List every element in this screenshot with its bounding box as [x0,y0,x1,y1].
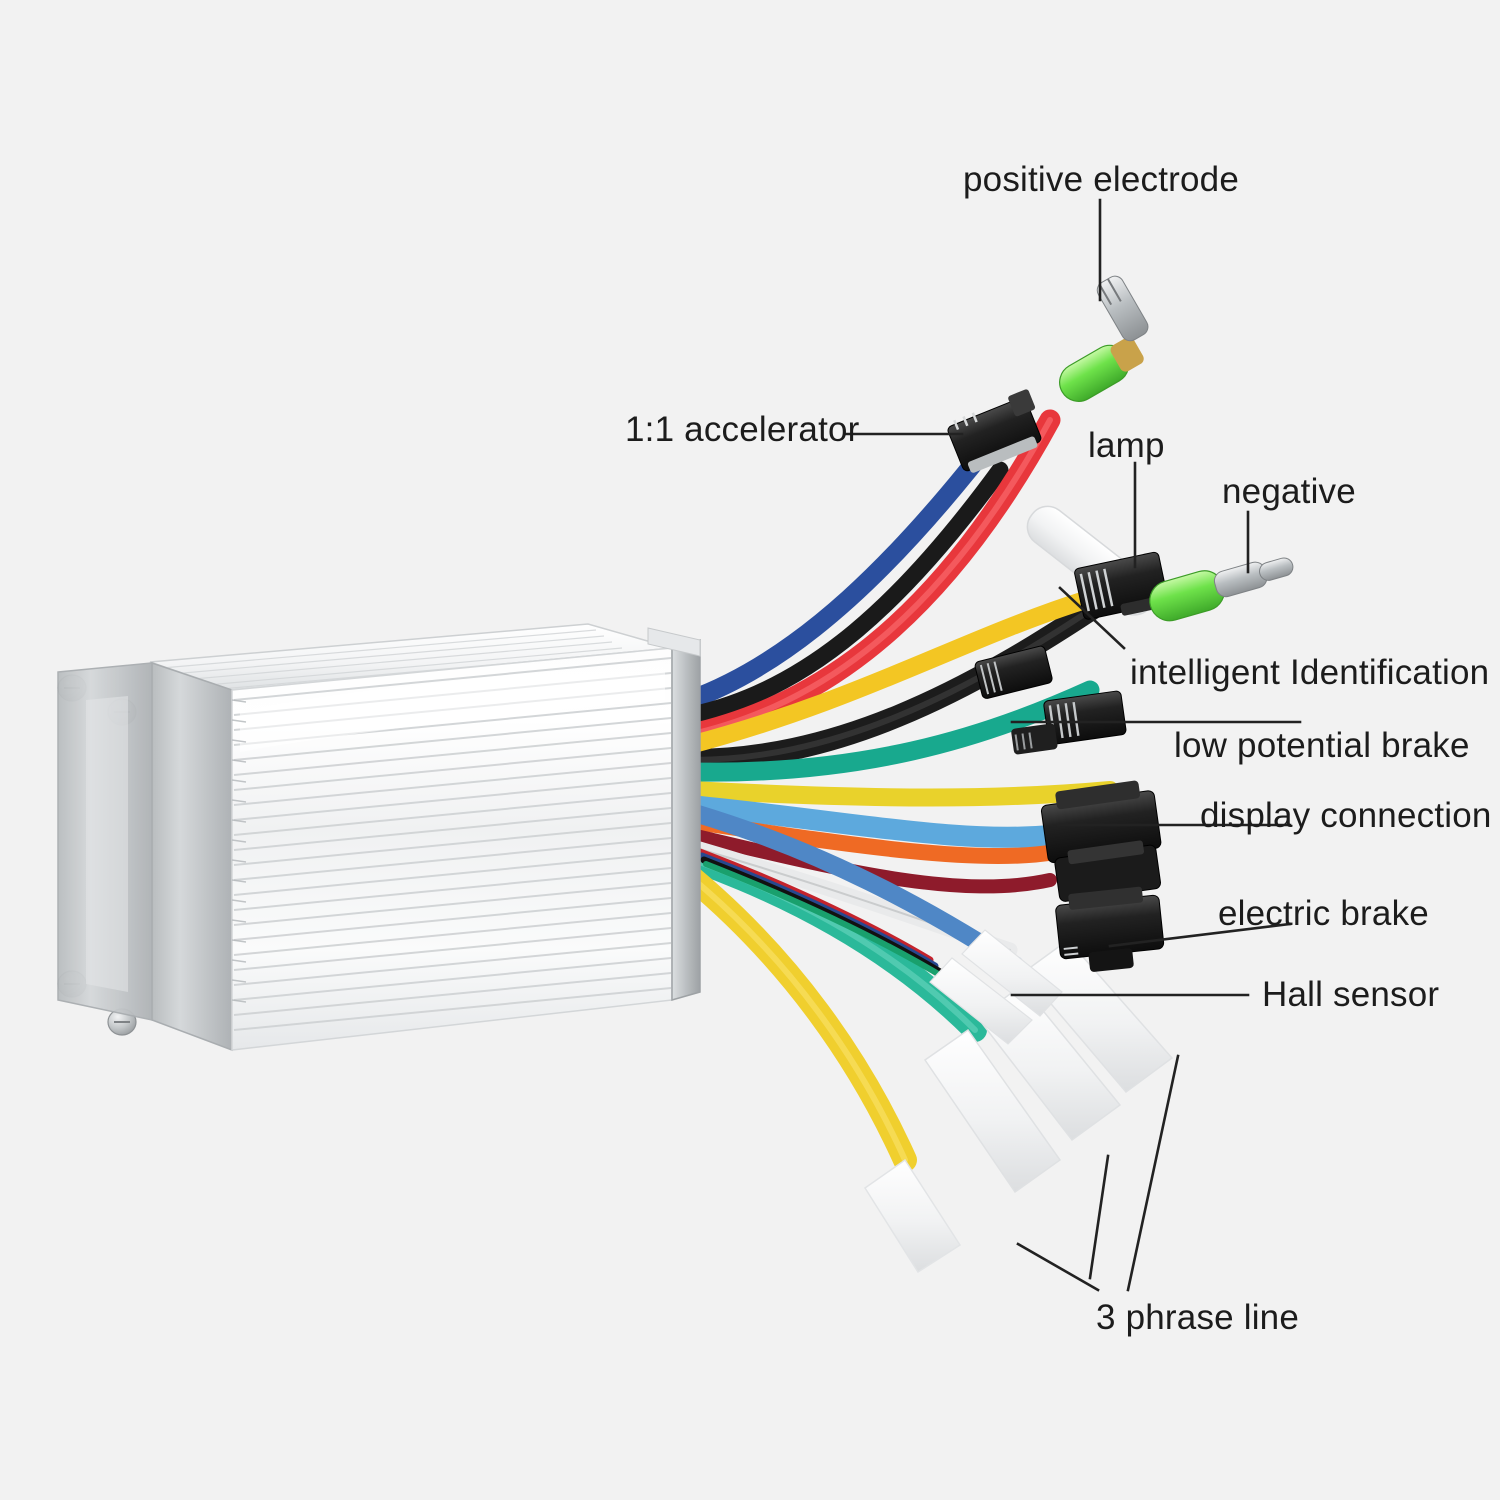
display-connector [1040,780,1162,902]
label-3-phrase-line: 3 phrase line [1096,1298,1300,1337]
negative-connector [1149,557,1294,622]
positive-electrode-connector [1059,275,1149,402]
leader-3-phrase-a [1126,1054,1180,1292]
label-hall-sensor: Hall sensor [1262,975,1440,1014]
label-lamp: lamp [1088,426,1165,465]
label-display-connection: display connection [1200,796,1492,835]
label-positive-electrode: positive electrode [963,160,1239,199]
controller-case [57,623,701,1052]
intelligent-identification-connector [974,645,1053,699]
leader-3-phrase-b [1088,1154,1110,1280]
phase-bullet-sleeves [863,505,1174,1274]
label-intelligent-identification: intelligent Identification [1130,653,1490,692]
low-potential-brake-connector [1011,690,1127,755]
leader-3-phrase-c [1016,1242,1100,1292]
leader-electric-brake [1108,922,1292,948]
label-accelerator: 1:1 accelerator [625,410,860,449]
leader-lines [844,198,1302,1292]
leader-intelligent-identification [1058,586,1126,650]
accelerator-connector [947,389,1042,473]
label-low-potential-brake: low potential brake [1174,726,1470,765]
label-negative: negative [1222,472,1356,511]
label-electric-brake: electric brake [1218,894,1429,933]
